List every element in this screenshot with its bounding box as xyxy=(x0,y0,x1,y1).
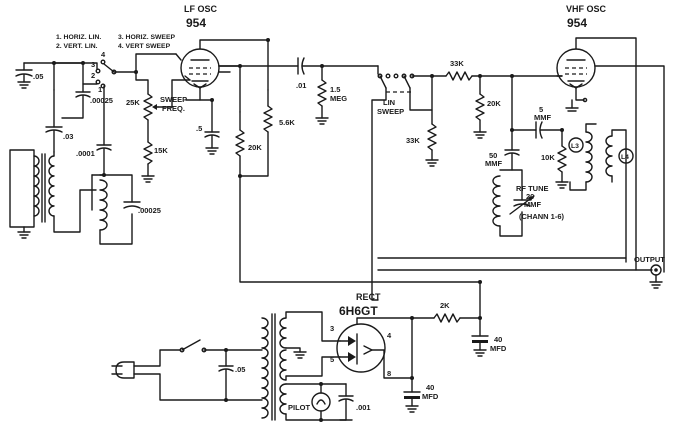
resistor-10k: 10K xyxy=(541,129,569,189)
cap-5: .5 xyxy=(196,99,220,155)
rect-pin-5: 5 xyxy=(330,355,334,364)
r-20k-lf-label: 20K xyxy=(248,143,262,152)
cap-001-label: .001 xyxy=(356,403,371,412)
r-33k-top-label: 33K xyxy=(450,59,464,68)
cap-40mfd-bot-label-2: MFD xyxy=(422,392,439,401)
switch-pos-3: 3 xyxy=(91,60,95,69)
cap-50mmf: 50 MMF xyxy=(485,75,520,171)
coil-l4: L4 xyxy=(605,129,634,263)
cap-01-label: .01 xyxy=(296,81,306,90)
rect-tube: 6H6GT xyxy=(339,304,378,318)
lf-osc-tube-symbol xyxy=(175,39,269,113)
cap-00025-top: .00025 xyxy=(53,62,113,119)
legend-line-1: 1. HORIZ. LIN. xyxy=(56,34,101,41)
switch-pos-1: 1 xyxy=(98,85,102,94)
sweep-freq-pot: 25K SWEEP FREQ. 15K xyxy=(126,71,191,183)
output-connector: OUTPUT xyxy=(377,255,665,289)
junction-dots xyxy=(52,38,564,422)
r-15k-label: 15K xyxy=(154,146,168,155)
vhf-osc-title: VHF OSC xyxy=(566,4,607,14)
cap-00025-bot-label: .00025 xyxy=(138,206,161,215)
rf-tune-label-3: MMF xyxy=(524,200,541,209)
cap-05-ps: .05 xyxy=(218,349,245,401)
line-plug xyxy=(111,349,263,401)
cap-40mfd-top-label-2: MFD xyxy=(490,344,507,353)
r-1-5meg-label-1: 1.5 xyxy=(330,85,340,94)
lin-sweep-label-2: SWEEP xyxy=(377,107,404,116)
rect-pin-4: 4 xyxy=(387,331,392,340)
cap-0001-label: .0001 xyxy=(76,149,95,158)
switch-pos-2: 2 xyxy=(91,71,95,80)
vhf-osc-tube: 954 xyxy=(567,16,587,30)
rf-tune-label-2: 20 xyxy=(526,192,534,201)
vhf-osc-tube-symbol xyxy=(556,37,665,273)
rf-tune-label-4: (CHANN 1-6) xyxy=(519,212,565,221)
r-25k-label: 25K xyxy=(126,98,140,107)
selector-switch: 4 3 2 1 xyxy=(91,50,177,94)
output-label: OUTPUT xyxy=(634,255,665,264)
rect-pin-8: 8 xyxy=(387,369,391,378)
l4-label: L4 xyxy=(621,154,629,161)
pilot-lamp: PILOT xyxy=(288,383,331,421)
cap-50mmf-label-2: MMF xyxy=(485,159,502,168)
cap-05-top: .05 xyxy=(15,62,98,89)
rect-tube-symbol: 3 4 5 8 xyxy=(330,317,413,393)
resistor-20k-lf: 20K xyxy=(235,111,481,283)
rf-tune-label-1: RF TUNE xyxy=(516,184,549,193)
cap-5mmf-label-2: MMF xyxy=(534,113,551,122)
power-transformer xyxy=(261,311,347,421)
cap-03-label: .03 xyxy=(63,132,73,141)
r-20k-vhf-label: 20K xyxy=(487,99,501,108)
cap-40mfd-top-label-1: 40 xyxy=(494,335,502,344)
sweep-freq-label-2: FREQ. xyxy=(162,104,185,113)
sweep-freq-label-1: SWEEP xyxy=(160,95,187,104)
cap-5mmf-label-1: 5 xyxy=(539,105,543,114)
legend-line-4: 4. VERT SWEEP xyxy=(118,43,171,50)
resistor-2k: 2K xyxy=(411,281,481,323)
rf-tune-coil: RF TUNE 20 MMF (CHANN 1-6) xyxy=(492,169,565,237)
cap-03: .03 xyxy=(45,89,73,153)
pilot-label: PILOT xyxy=(288,403,311,412)
line-switch xyxy=(179,339,263,353)
cap-05-ps-label: .05 xyxy=(235,365,245,374)
cap-5mmf: 5 MMF xyxy=(511,105,563,139)
resistor-1-5meg: 1.5 MEG xyxy=(315,65,347,125)
sweep-transformer xyxy=(9,149,97,239)
r-33k-low-label: 33K xyxy=(406,136,420,145)
r-10k-label: 10K xyxy=(541,153,555,162)
cap-0001: .0001 xyxy=(76,85,112,176)
cap-001: .001 xyxy=(338,383,371,421)
cap-40mfd-bot-label-1: 40 xyxy=(426,383,434,392)
r-1-5meg-label-2: MEG xyxy=(330,94,347,103)
cap-00025-top-label: .00025 xyxy=(90,96,113,105)
cap-01: .01 xyxy=(218,57,379,90)
rect-pin-3: 3 xyxy=(330,324,334,333)
legend-line-2: 2. VERT. LIN. xyxy=(56,43,98,50)
resistor-20k-vhf: 20K xyxy=(473,75,501,139)
lin-sweep-switch: LIN SWEEP xyxy=(371,65,433,301)
resistor-33k-top: 33K xyxy=(431,59,563,81)
legend-line-3: 3. HORIZ. SWEEP xyxy=(118,34,175,41)
sweep-coil: .00025 xyxy=(91,174,161,245)
resistor-5-6k: 5.6K xyxy=(239,89,295,177)
switch-pos-4: 4 xyxy=(101,50,106,59)
r-2k-label: 2K xyxy=(440,301,450,310)
coil-l3: L3 xyxy=(568,123,597,191)
resistor-33k-low: 33K xyxy=(406,75,439,167)
cap-5-label: .5 xyxy=(196,124,202,133)
lin-sweep-label-1: LIN xyxy=(383,98,395,107)
cap-40mfd-top: 40 MFD xyxy=(471,317,507,357)
cap-40mfd-bot: 40 MFD xyxy=(403,383,439,413)
lf-osc-tube: 954 xyxy=(186,16,206,30)
cap-05-top-label: .05 xyxy=(33,72,43,81)
rect-title: RECT xyxy=(356,292,381,302)
r-5-6k-label: 5.6K xyxy=(279,118,295,127)
cap-50mmf-label-1: 50 xyxy=(489,151,497,160)
l3-label: L3 xyxy=(571,143,579,150)
lf-osc-title: LF OSC xyxy=(184,4,217,14)
